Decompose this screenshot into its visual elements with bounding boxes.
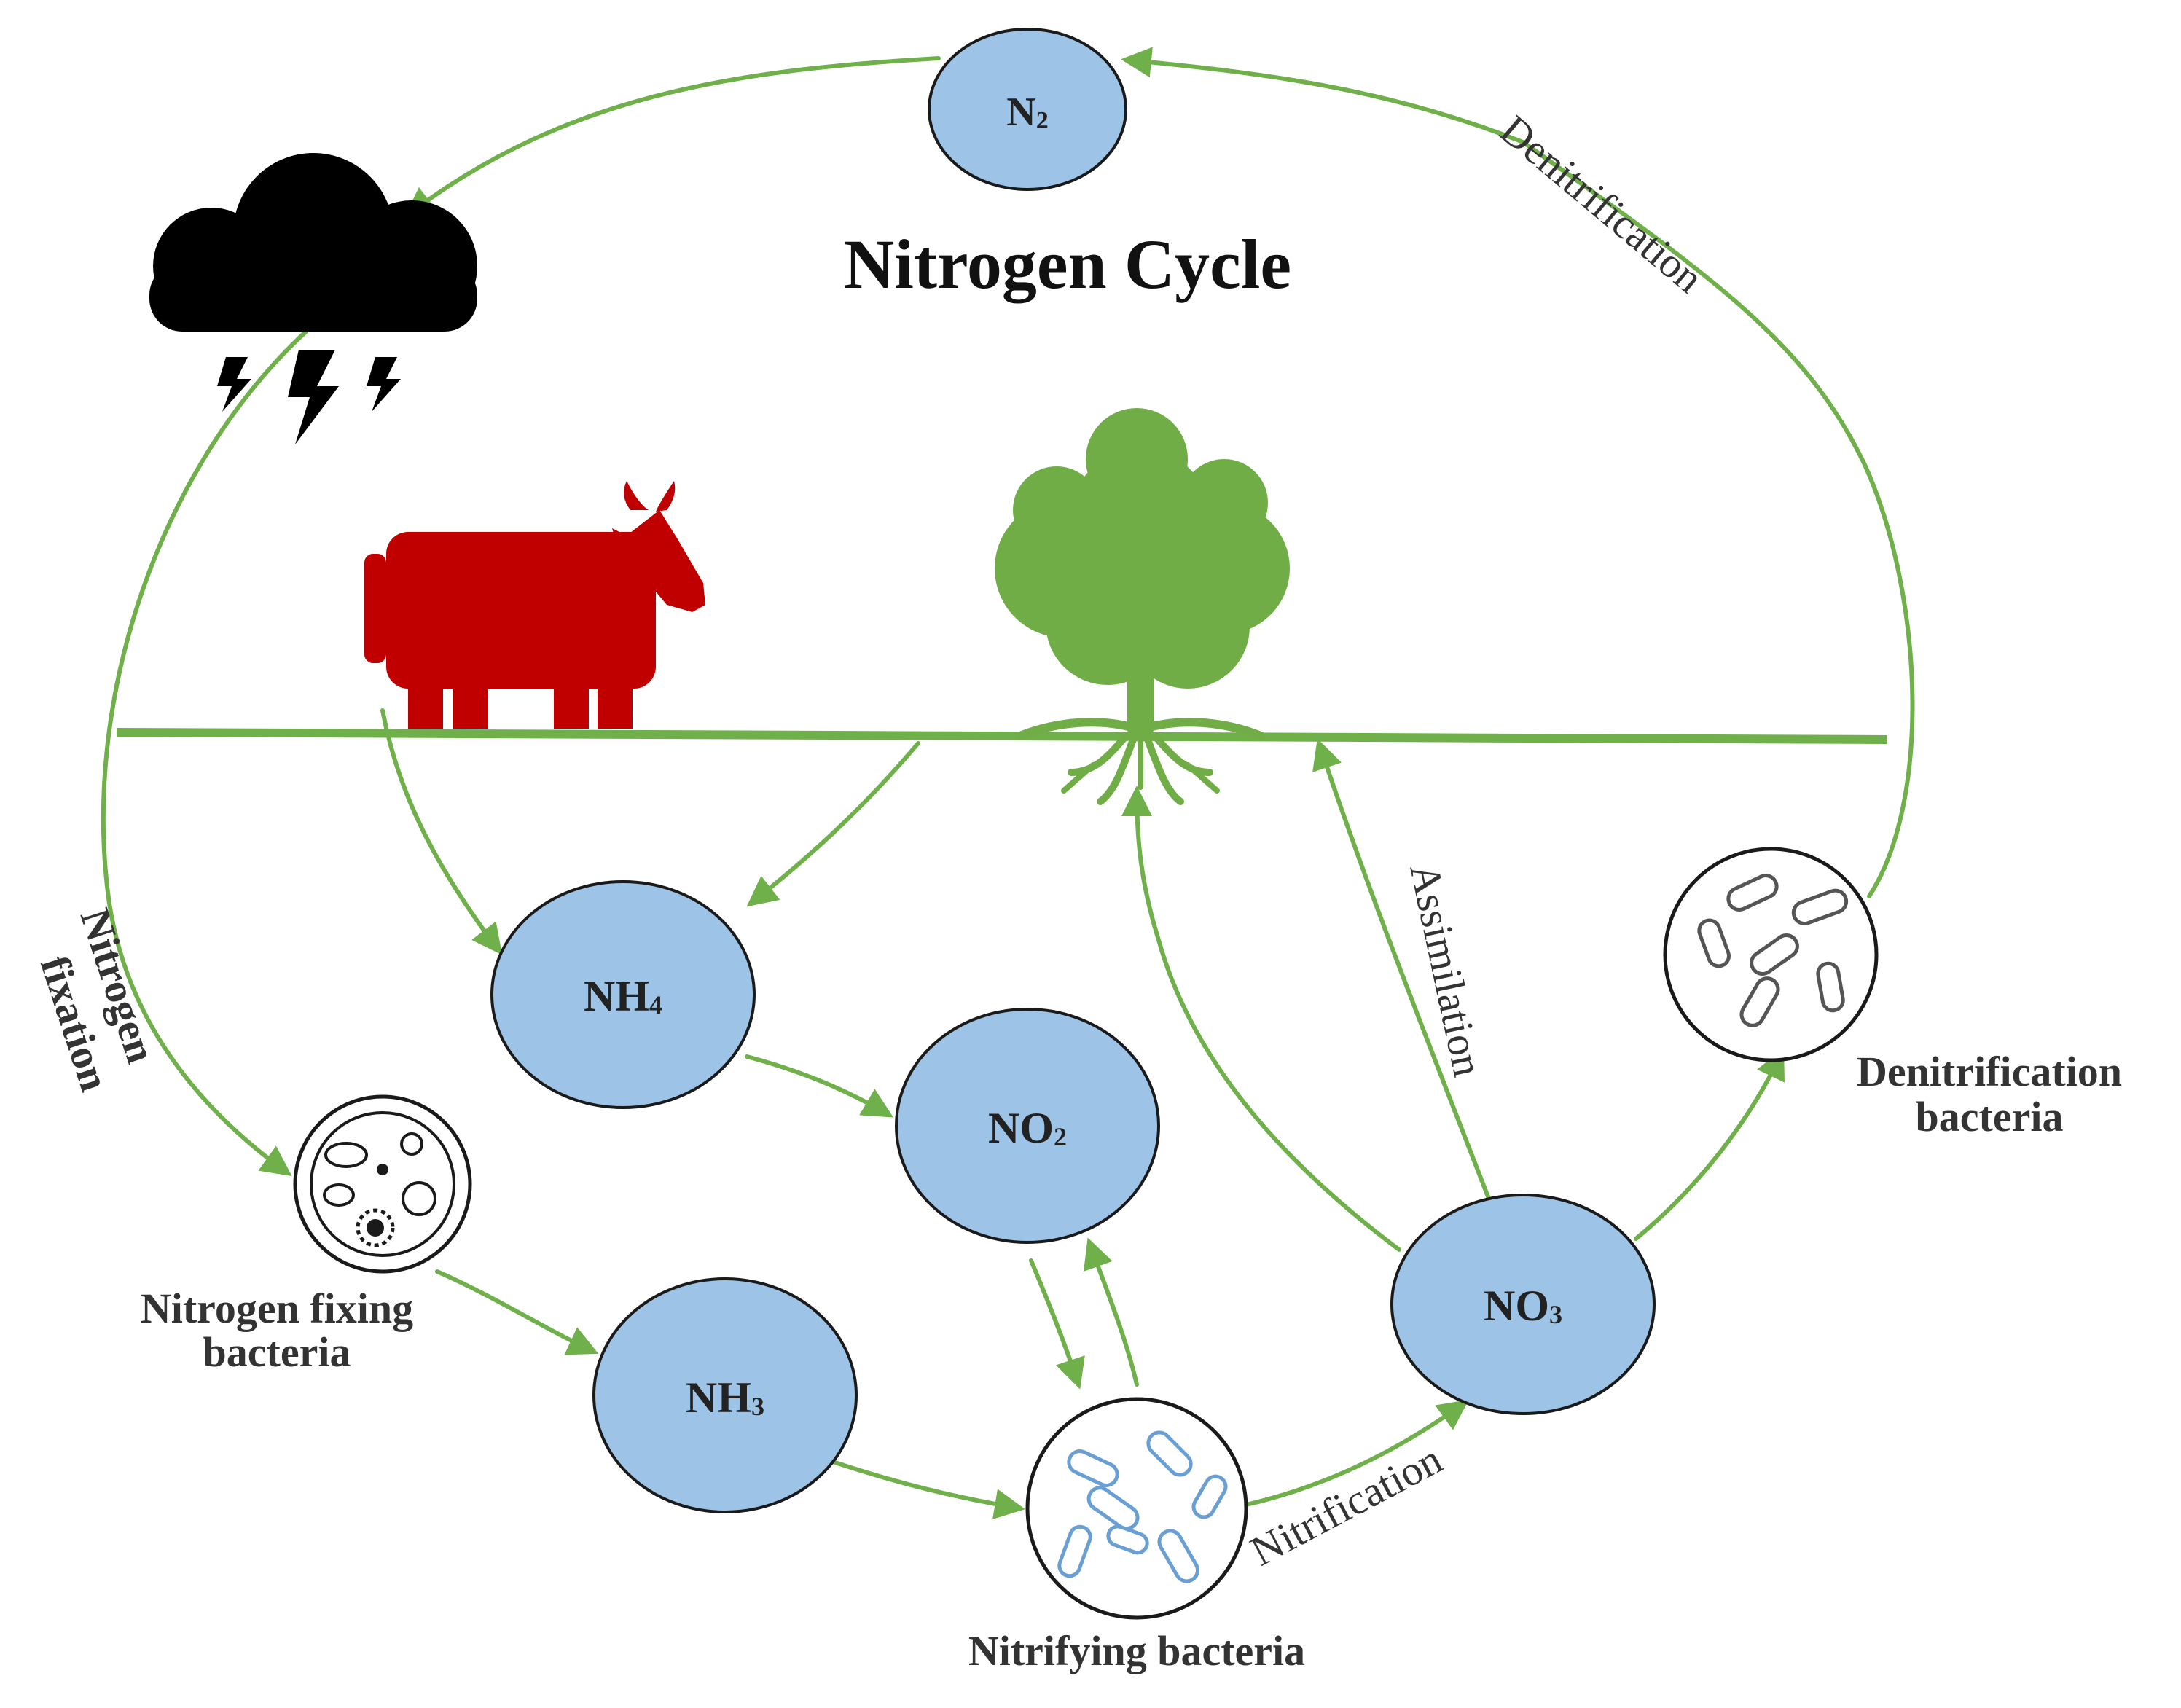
caption-denitrification-line1: Denitrification [1857,1048,2122,1095]
node-nh3-label: NH [686,1374,751,1422]
caption-nitrogen-fixing-line1: Nitrogen fixing [141,1285,413,1332]
arrow-nitrifying-to-no3 [1244,1399,1469,1507]
caption-nitrogen-fixing-line2: bacteria [203,1328,351,1376]
cow-icon [364,481,705,729]
svg-text:bacteria: bacteria [203,1328,351,1376]
tree-icon [995,408,1290,805]
arrow-n2-to-cloud [404,56,941,219]
node-no2-label: NO [988,1104,1054,1152]
svg-text:Denitrification: Denitrification [1857,1048,2122,1095]
label-denitrification: Denitrification [1492,106,1712,302]
node-n2-sub: 2 [1036,107,1049,134]
arrow-tree-to-nh4 [746,741,920,907]
node-nh4-sub: 4 [649,990,662,1019]
node-no3: NO3 [1390,1194,1656,1415]
node-no2-sub: 2 [1054,1122,1067,1151]
node-nh3: NH3 [592,1277,858,1513]
svg-text:NH4: NH4 [584,972,662,1020]
node-no3-sub: 3 [1549,1300,1562,1329]
arrow-nh3-to-nitrifying [829,1459,1025,1519]
arrow-denitrification-to-n2 [1121,47,1915,898]
caption-nitrifying: Nitrifying bacteria [968,1627,1305,1674]
ground-line [116,728,1888,744]
arrow-no3-to-tree-roots [1121,786,1401,1252]
node-no2: NO2 [895,1008,1160,1244]
arrow-fixing-bacteria-to-nh3 [435,1269,599,1355]
node-n2-label: N [1006,90,1035,135]
node-nh4-label: NH [584,972,649,1020]
svg-text:NO2: NO2 [988,1104,1067,1152]
svg-text:bacteria: bacteria [1916,1093,2064,1140]
node-nh4: NH4 [490,880,756,1109]
caption-denitrification-line2: bacteria [1916,1093,2064,1140]
arrow-no2-to-nitrifying [1029,1258,1085,1390]
label-assimilation: Assimilation [1401,859,1492,1081]
node-nh3-sub: 3 [751,1392,764,1421]
label-nitrification: Nitrification [1243,1435,1450,1575]
svg-text:Nitrifying bacteria: Nitrifying bacteria [968,1627,1305,1674]
arrow-cloud-to-fixing-bacteria [101,329,308,1177]
storm-cloud-icon [149,153,477,444]
arrow-nh4-to-no2 [745,1054,894,1118]
svg-text:N2: N2 [1006,90,1048,135]
arrow-nitrifying-to-no2 [1083,1237,1139,1387]
flow-arrows [101,47,1915,1519]
nitrogen-fixing-bacteria-icon [293,1094,472,1274]
node-n2: N2 [928,28,1127,191]
arrow-no3-to-denitrifying [1634,1048,1785,1241]
svg-text:Nitrogen fixing: Nitrogen fixing [141,1285,413,1332]
svg-text:NO3: NO3 [1484,1282,1562,1330]
nitrifying-bacteria-icon [1025,1397,1248,1620]
arrow-assimilation [1312,738,1492,1204]
node-no3-label: NO [1484,1282,1549,1330]
svg-text:NH3: NH3 [686,1374,764,1422]
diagram-title: Nitrogen Cycle [844,225,1291,303]
denitrification-bacteria-icon [1663,847,1879,1062]
arrow-cow-to-nh4 [380,708,503,955]
